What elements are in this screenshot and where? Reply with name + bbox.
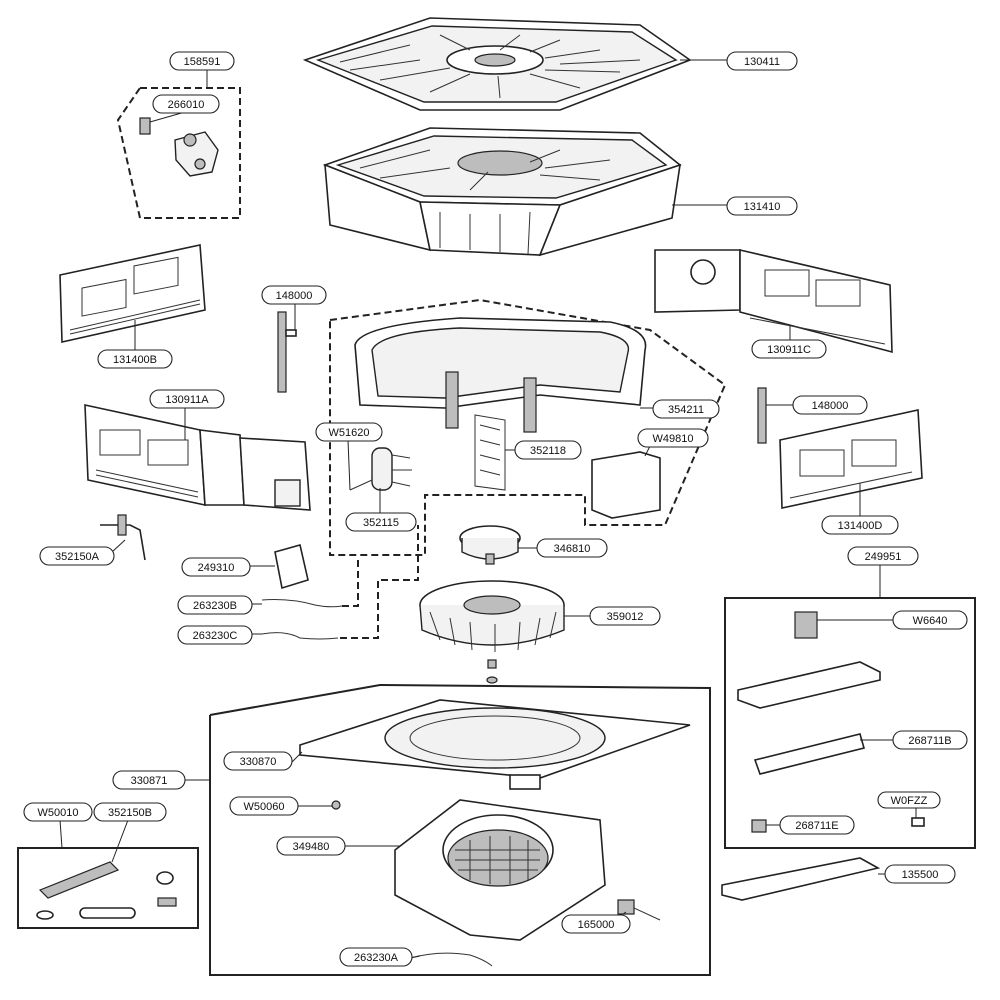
part-number: 266010 [168, 99, 205, 111]
callout-165000: 165000 [561, 914, 631, 934]
part-number: 349480 [293, 841, 330, 853]
part-number: 131410 [744, 201, 781, 213]
bottom-frame-group [209, 683, 711, 976]
callout-330870: 330870 [223, 751, 293, 771]
top-grille-panel [302, 17, 692, 111]
callout-148000-right: 148000 [792, 395, 868, 415]
part-number: 268711E [795, 820, 838, 832]
callout-352150A: 352150A [39, 546, 115, 566]
part-number: 148000 [276, 290, 313, 302]
bracket-249310 [274, 544, 309, 590]
callout-263230C: 263230C [177, 625, 253, 645]
callout-263230B: 263230B [177, 595, 253, 615]
part-number: 249310 [198, 562, 235, 574]
part-number: 268711B [908, 735, 951, 747]
part-number: 263230A [354, 952, 399, 964]
callout-W49810: W49810 [637, 428, 709, 448]
part-number: 130411 [744, 56, 780, 68]
callout-131410: 131410 [726, 196, 798, 216]
part-number: 352118 [530, 445, 566, 457]
side-panel-131400B [59, 244, 206, 343]
part-number: W50010 [38, 807, 79, 819]
callout-354211: 354211 [652, 399, 720, 419]
side-panel-130911A [84, 403, 311, 511]
callout-249951: 249951 [847, 546, 919, 566]
part-number: W50060 [244, 801, 285, 813]
part-number: 249951 [865, 551, 902, 563]
part-number: 330870 [240, 756, 277, 768]
part-number: 165000 [578, 919, 615, 931]
callout-346810: 346810 [536, 538, 608, 558]
callout-352115: 352115 [345, 512, 417, 532]
part-number: W49810 [653, 433, 694, 445]
cabinet-chassis [322, 127, 682, 257]
cables-263230 [261, 525, 419, 640]
part-number: 131400B [113, 354, 157, 366]
part-number: 158591 [184, 56, 221, 68]
control-box-frame-249951 [724, 597, 976, 849]
part-number: 263230B [193, 600, 237, 612]
callout-349480: 349480 [276, 836, 346, 856]
part-number: 263230C [193, 630, 238, 642]
callout-W0FZZ: W0FZZ [877, 791, 941, 809]
callout-148000-left: 148000 [261, 285, 327, 305]
callout-249310: 249310 [181, 557, 251, 577]
callout-268711E: 268711E [779, 815, 855, 835]
callout-263230A: 263230A [339, 947, 413, 967]
fan-motor-346810 [459, 525, 521, 565]
part-number: 352150A [55, 551, 100, 563]
callout-131400D: 131400D [821, 515, 899, 535]
part-number: 135500 [902, 869, 939, 881]
part-number: 148000 [812, 400, 849, 412]
callout-130911A: 130911A [149, 389, 225, 409]
callout-130911C: 130911C [751, 339, 827, 359]
callout-W51620: W51620 [315, 422, 383, 442]
bracket-148000-left [277, 311, 297, 393]
leader-lines [59, 59, 917, 959]
callout-130411: 130411 [726, 51, 798, 71]
callout-352118: 352118 [514, 440, 582, 460]
part-number: W51620 [329, 427, 370, 439]
turbo-fan-359012 [419, 580, 565, 684]
bracket-135500 [721, 857, 881, 901]
callout-W50060: W50060 [229, 796, 299, 816]
part-number: 352115 [363, 517, 399, 529]
callout-359012: 359012 [589, 606, 661, 626]
part-number: 131400D [838, 520, 883, 532]
part-number: 352150B [108, 807, 152, 819]
callout-131400B: 131400B [97, 349, 173, 369]
callout-W6640: W6640 [892, 610, 968, 630]
part-number: 354211 [668, 404, 704, 416]
expansion-valve-group [349, 447, 412, 491]
part-number: 130911A [165, 394, 209, 406]
part-number: 359012 [607, 611, 644, 623]
callout-W50010: W50010 [23, 802, 93, 822]
callout-158591: 158591 [169, 51, 235, 71]
callout-330871: 330871 [112, 770, 186, 790]
heat-exchanger-group [329, 298, 727, 556]
cover-plate-W49810 [591, 451, 661, 519]
bracket-148000-right [757, 387, 767, 444]
accessory-kit-box [17, 847, 199, 929]
side-panel-131400D [779, 409, 923, 509]
drain-pump-group-box [116, 87, 241, 219]
side-panel-130911C [654, 248, 893, 354]
callout-352150B: 352150B [93, 802, 167, 822]
callout-135500: 135500 [884, 864, 956, 884]
callout-268711B: 268711B [892, 730, 968, 750]
part-number: W6640 [913, 615, 948, 627]
callout-266010: 266010 [152, 94, 220, 114]
part-number: 330871 [131, 775, 168, 787]
part-number: 130911C [767, 344, 811, 356]
part-number: 346810 [554, 543, 591, 555]
part-number: W0FZZ [891, 795, 928, 807]
